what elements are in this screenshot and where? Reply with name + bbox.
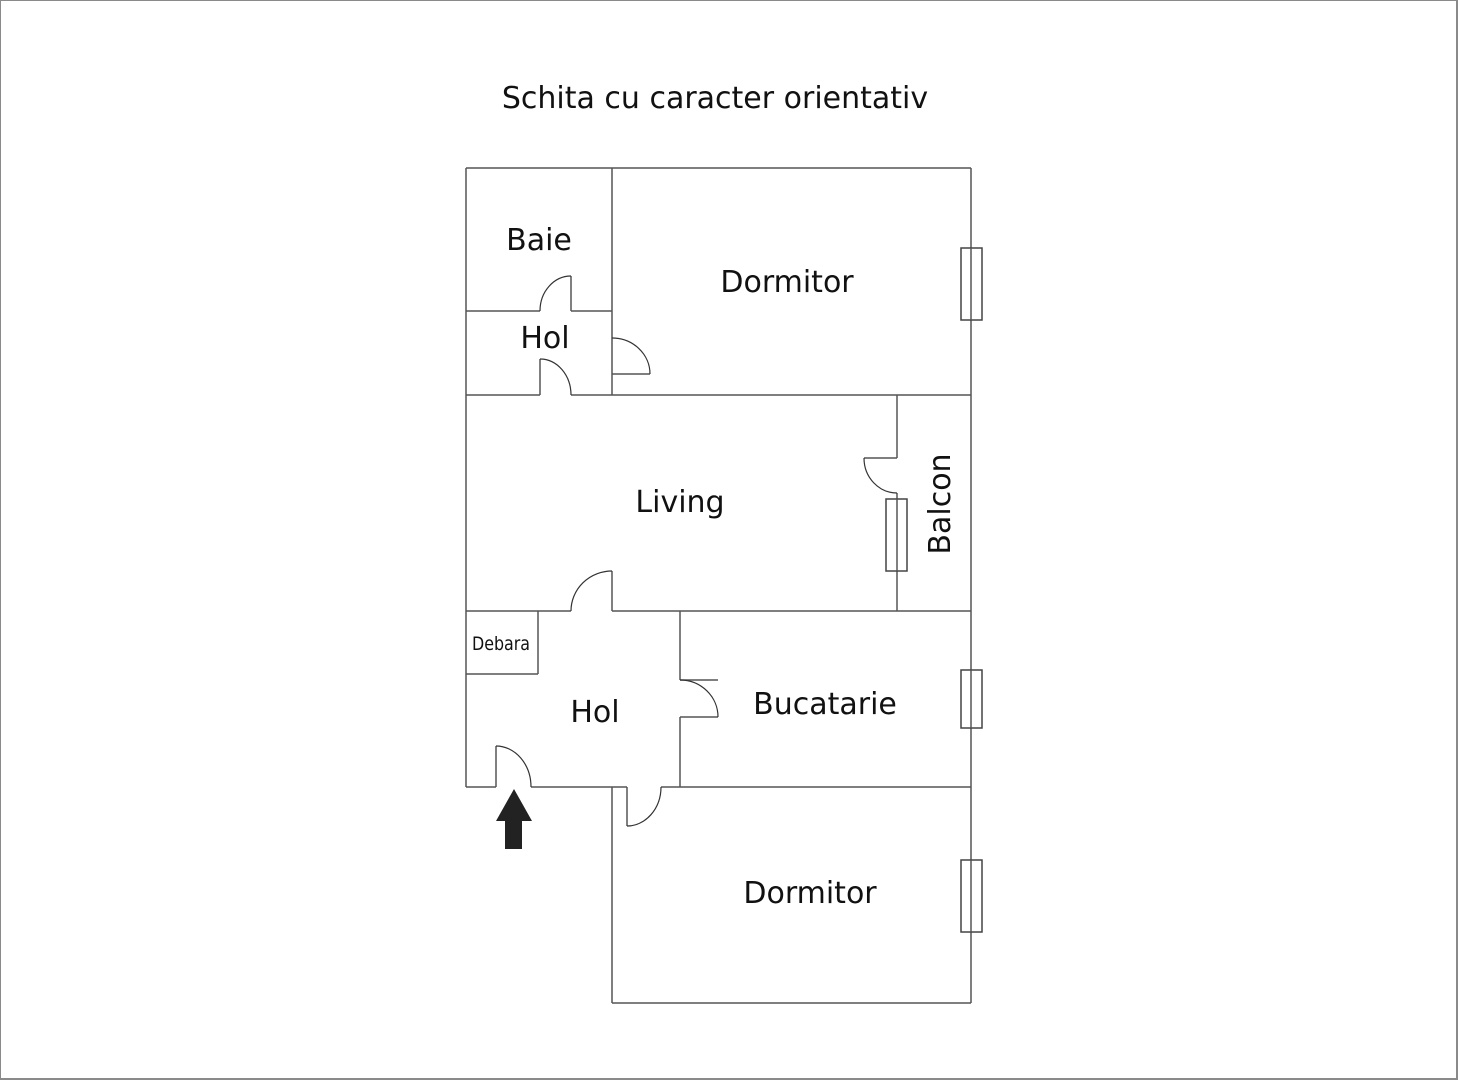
room-label-hol-top: Hol [520, 321, 569, 356]
room-label-dormitor-bottom: Dormitor [743, 876, 877, 911]
entrance-arrow-icon [496, 789, 532, 849]
door-arc-hol [539, 358, 572, 396]
door-arc-dormitor-top [611, 337, 651, 375]
door-arc-baie [539, 275, 572, 312]
room-label-bucatarie: Bucatarie [753, 687, 897, 722]
room-label-living: Living [635, 485, 724, 520]
walls [465, 167, 972, 1004]
room-label-balcon: Balcon [923, 453, 958, 554]
room-label-debara: Debara [472, 633, 530, 655]
door-arc-dormitor-bottom [626, 786, 662, 827]
room-label-dormitor-top: Dormitor [720, 265, 854, 300]
room-label-hol-bottom: Hol [570, 695, 619, 730]
room-label-baie: Baie [506, 223, 572, 258]
door-swings [495, 275, 898, 827]
door-arc-bucatarie [679, 679, 719, 718]
door-arc-balcon [863, 457, 898, 494]
door-arc-entrance [495, 745, 532, 788]
door-arc-living [570, 570, 613, 612]
windows [885, 247, 983, 933]
plan-title: Schita cu caracter orientativ [502, 81, 928, 116]
